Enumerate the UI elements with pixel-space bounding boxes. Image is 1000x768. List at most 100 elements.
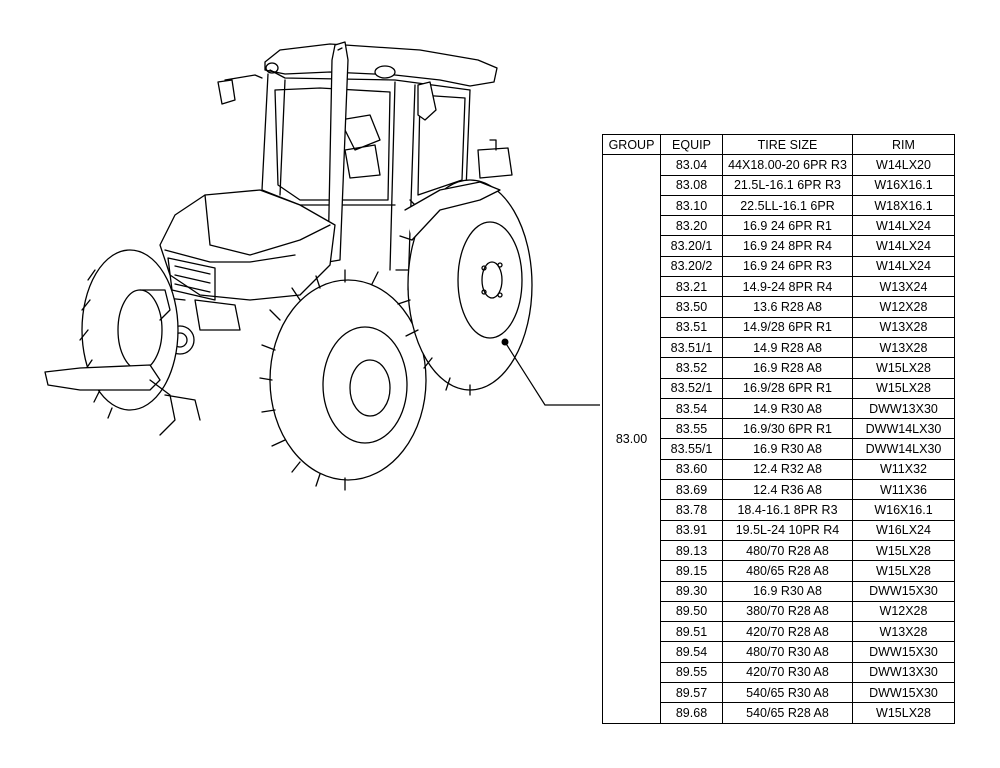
equip-cell: 89.68 [660, 702, 723, 724]
equip-cell: 89.54 [660, 641, 723, 663]
tire-size-cell: 540/65 R30 A8 [722, 682, 853, 704]
tire-size-cell: 480/70 R30 A8 [722, 641, 853, 663]
equip-cell: 83.55 [660, 418, 723, 440]
equip-cell: 83.52 [660, 357, 723, 379]
rim-cell: W16X16.1 [852, 499, 955, 521]
rim-cell: DWW14LX30 [852, 438, 955, 460]
rim-cell: W15LX28 [852, 357, 955, 379]
tire-size-cell: 480/65 R28 A8 [722, 560, 853, 582]
rim-cell: DWW15X30 [852, 682, 955, 704]
tire-size-cell: 14.9 R30 A8 [722, 397, 853, 420]
rim-cell: W15LX28 [852, 702, 955, 724]
rim-cell: W15LX28 [852, 377, 955, 399]
rim-cell: W13X28 [852, 621, 955, 643]
equip-cell: 89.55 [660, 661, 723, 684]
rim-cell: W13X28 [852, 336, 955, 359]
front-left-wheel [79, 249, 179, 419]
tire-size-cell: 14.9-24 8PR R4 [722, 276, 853, 298]
equip-cell: 83.54 [660, 397, 723, 420]
right-mirror [417, 81, 437, 121]
equip-cell: 83.50 [660, 296, 723, 318]
equip-cell: 83.10 [660, 194, 723, 217]
equip-cell: 89.13 [660, 539, 723, 562]
cab-frame [261, 73, 471, 291]
rim-cell: DWW13X30 [852, 397, 955, 420]
tire-size-cell: 16.9 24 6PR R3 [722, 255, 853, 278]
equip-cell: 83.91 [660, 519, 723, 541]
equip-cell: 83.60 [660, 458, 723, 481]
equip-cell: 83.20 [660, 215, 723, 237]
rim-cell: DWW14LX30 [852, 418, 955, 440]
rim-cell: W16LX24 [852, 519, 955, 541]
header-group: GROUP [602, 133, 661, 156]
equip-cell: 83.04 [660, 154, 723, 176]
front-right-wheel [259, 269, 427, 491]
equip-cell: 89.57 [660, 682, 723, 704]
rim-cell: W15LX28 [852, 539, 955, 562]
front-hitch [44, 364, 161, 391]
hood [159, 189, 336, 301]
tire-size-cell: 540/65 R28 A8 [722, 702, 853, 724]
tire-size-cell: 12.4 R32 A8 [722, 458, 853, 481]
header-equip: EQUIP [660, 133, 723, 156]
equip-cell: 83.78 [660, 499, 723, 521]
tire-size-cell: 420/70 R30 A8 [722, 661, 853, 684]
grille [167, 257, 216, 301]
rim-cell: W12X28 [852, 296, 955, 318]
tire-size-cell: 16.9 24 8PR R4 [722, 235, 853, 257]
tractor-illustration [44, 41, 600, 491]
rim-cell: W13X24 [852, 276, 955, 298]
rim-cell: W13X28 [852, 316, 955, 338]
tire-size-cell: 420/70 R28 A8 [722, 621, 853, 643]
tire-size-cell: 12.4 R36 A8 [722, 479, 853, 501]
equip-cell: 83.21 [660, 276, 723, 298]
equip-cell: 83.51/1 [660, 336, 723, 359]
tire-size-cell: 380/70 R28 A8 [722, 600, 853, 623]
rim-cell: W12X28 [852, 600, 955, 623]
tire-size-cell: 18.4-16.1 8PR R3 [722, 499, 853, 521]
rim-cell: W14LX24 [852, 235, 955, 257]
equip-cell: 83.20/1 [660, 235, 723, 257]
tire-size-cell: 16.9/28 6PR R1 [722, 377, 853, 399]
rim-cell: W11X32 [852, 458, 955, 481]
tire-size-cell: 13.6 R28 A8 [722, 296, 853, 318]
exhaust-stack [327, 41, 349, 263]
equip-cell: 89.15 [660, 560, 723, 582]
rim-cell: W11X36 [852, 479, 955, 501]
rim-cell: W14LX24 [852, 215, 955, 237]
tire-size-cell: 14.9 R28 A8 [722, 336, 853, 359]
tire-size-cell: 16.9 R28 A8 [722, 357, 853, 379]
tire-size-cell: 16.9 24 6PR R1 [722, 215, 853, 237]
equip-cell: 89.50 [660, 600, 723, 623]
tire-size-cell: 44X18.00-20 6PR R3 [722, 154, 853, 176]
rear-tire [395, 179, 533, 396]
callout-line [504, 341, 600, 406]
equip-cell: 83.08 [660, 174, 723, 196]
left-mirror [217, 74, 263, 105]
tire-size-cell: 16.9/30 6PR R1 [722, 418, 853, 440]
tire-size-cell: 19.5L-24 10PR R4 [722, 519, 853, 541]
equip-cell: 83.51 [660, 316, 723, 338]
tire-size-cell: 16.9 R30 A8 [722, 580, 853, 602]
equip-cell: 83.69 [660, 479, 723, 501]
rim-cell: DWW13X30 [852, 661, 955, 684]
tire-size-cell: 480/70 R28 A8 [722, 539, 853, 562]
table-header-row: GROUP EQUIP TIRE SIZE RIM [602, 133, 955, 156]
equip-cell: 83.20/2 [660, 255, 723, 278]
tire-size-cell: 21.5L-16.1 6PR R3 [722, 174, 853, 196]
